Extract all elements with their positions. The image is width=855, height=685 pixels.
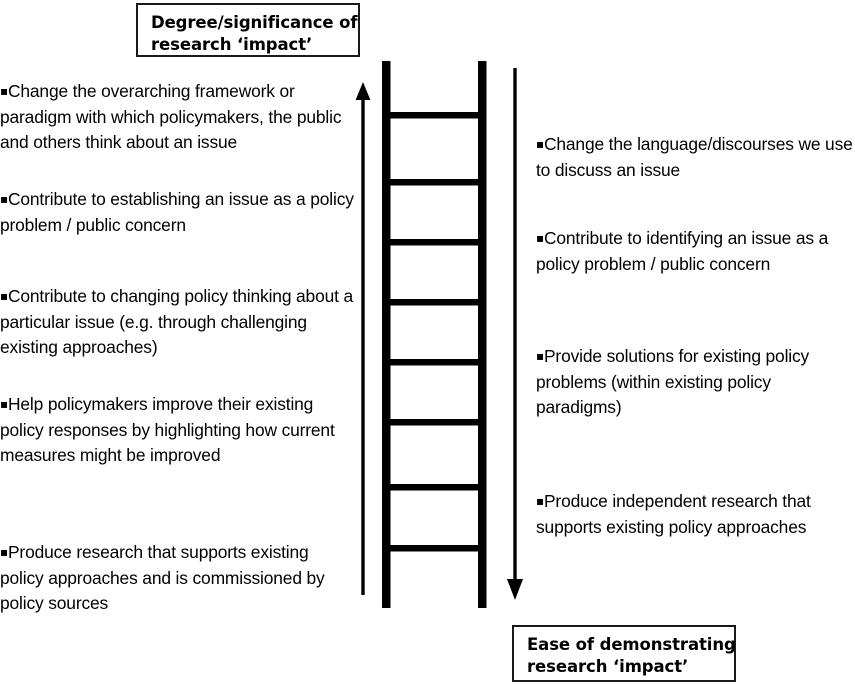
left-item-1: ▪Change the overarching framework or par… <box>0 79 356 156</box>
left-item-3-text: Contribute to changing policy thinking a… <box>0 286 353 358</box>
bullet-square-icon: ▪ <box>536 231 544 245</box>
right-item-4: ▪Produce independent research that suppo… <box>536 489 855 540</box>
right-item-2-text: Contribute to identifying an issue as a … <box>536 228 829 274</box>
bullet-square-icon: ▪ <box>536 137 544 151</box>
left-item-4-text: Help policymakers improve their existing… <box>0 394 335 466</box>
ladder-graphic <box>382 61 487 608</box>
right-item-3-text: Provide solutions for existing policy pr… <box>536 346 810 418</box>
right-item-1-text: Change the language/discourses we use to… <box>536 134 853 180</box>
bullet-square-icon: ▪ <box>536 349 544 363</box>
bullet-square-icon: ▪ <box>536 494 544 508</box>
ladder-rung <box>382 419 487 426</box>
bullet-square-icon: ▪ <box>0 545 8 559</box>
ladder-rung <box>382 112 487 119</box>
bullet-square-icon: ▪ <box>0 192 8 206</box>
arrow-down-icon <box>507 68 523 600</box>
ladder-rung <box>382 239 487 246</box>
left-item-5: ▪Produce research that supports existing… <box>0 540 356 617</box>
ease-of-demonstrating-caption-box: Ease of demonstrating research ‘impact’ <box>512 625 736 682</box>
bullet-square-icon: ▪ <box>0 289 8 303</box>
left-item-4: ▪Help policymakers improve their existin… <box>0 392 356 469</box>
ease-caption-line-1: Ease of demonstrating <box>527 635 736 654</box>
degree-significance-caption-box: Degree/significance of research ‘impact’ <box>136 3 360 57</box>
left-item-1-text: Change the overarching framework or para… <box>0 81 342 153</box>
arrow-up-icon <box>355 82 371 595</box>
left-item-5-text: Produce research that supports existing … <box>0 542 325 614</box>
ease-axis-arrow <box>500 60 530 605</box>
ladder-rung <box>382 299 487 306</box>
degree-caption-line-2: research ‘impact’ <box>151 35 313 54</box>
left-item-2-text: Contribute to establishing an issue as a… <box>0 189 354 235</box>
bullet-square-icon: ▪ <box>0 84 8 98</box>
ladder-rung <box>382 179 487 186</box>
ladder-rung <box>382 359 487 366</box>
right-item-2: ▪Contribute to identifying an issue as a… <box>536 226 855 277</box>
ease-caption-line-2: research ‘impact’ <box>527 657 689 676</box>
degree-caption-line-1: Degree/significance of <box>151 13 358 32</box>
impact-ladder <box>340 50 540 620</box>
left-item-3: ▪Contribute to changing policy thinking … <box>0 284 356 361</box>
left-item-2: ▪Contribute to establishing an issue as … <box>0 187 356 238</box>
ladder-rung <box>382 545 487 552</box>
right-item-4-text: Produce independent research that suppor… <box>536 491 811 537</box>
ladder-rail-left <box>382 61 391 608</box>
right-item-1: ▪Change the language/discourses we use t… <box>536 132 855 183</box>
bullet-square-icon: ▪ <box>0 397 8 411</box>
right-item-3: ▪Provide solutions for existing policy p… <box>536 344 855 421</box>
degree-axis-arrow <box>350 80 380 605</box>
ladder-rung <box>382 484 487 491</box>
ladder-rail-right <box>478 61 487 608</box>
